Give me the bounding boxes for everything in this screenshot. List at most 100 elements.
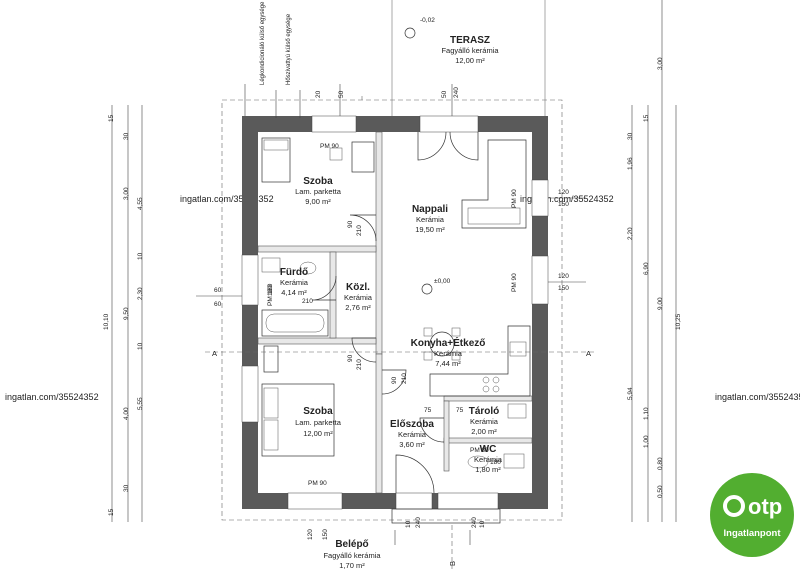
- room-kozl: Közl. Kerámia 2,76 m²: [344, 282, 373, 312]
- dim-text: 15: [643, 114, 650, 122]
- room-area: 19,50 m²: [415, 225, 445, 234]
- dim-text: 4,00: [123, 407, 130, 420]
- otp-logo-badge: [710, 473, 794, 557]
- room-wc: WC Kerámia 1,80 m²: [474, 444, 503, 474]
- dim-text: PM 180: [267, 283, 274, 306]
- dim-text: 50: [441, 90, 448, 98]
- dim-text: 75: [456, 407, 464, 414]
- room-szoba-1: Szoba Lam. parketta 9,00 m²: [295, 176, 342, 206]
- dimension-texts: 15 30 3,00 4,55 10,10 9,50 2,30 4,00 5,5…: [103, 57, 682, 540]
- dim-text: 150: [558, 285, 569, 292]
- room-name: TERASZ: [450, 35, 490, 46]
- terrace-level: -0,02: [420, 17, 435, 24]
- dim-text: 1,96: [627, 157, 634, 170]
- room-name: Közl.: [346, 282, 370, 293]
- dim-text: 75: [424, 407, 432, 414]
- watermark: ingatlan.com/35524352 ingatlan.com/35524…: [5, 194, 800, 402]
- dim-text: 1,10: [643, 407, 650, 420]
- room-name: Szoba: [303, 176, 333, 187]
- room-area: 2,00 m²: [471, 427, 497, 436]
- dimension-lines: [111, 0, 677, 569]
- wc-basin: [503, 453, 525, 469]
- room-name: Szoba: [303, 406, 333, 417]
- room-area: 9,00 m²: [305, 197, 331, 206]
- dim-text: 4,55: [137, 197, 144, 210]
- dim-text: 30: [627, 132, 634, 140]
- toilet-1: [299, 261, 317, 275]
- dim-text: 210: [401, 373, 408, 384]
- dim-text: 180: [267, 285, 274, 296]
- dim-text: 3,00: [123, 187, 130, 200]
- room-terasz: TERASZ Fagyálló kerámia 12,00 m²: [441, 35, 499, 65]
- walls: [241, 115, 549, 510]
- equipment-pointers: Légkondicionáló külső egysége Hőszivatty…: [260, 1, 301, 118]
- dim-text: 150: [322, 529, 329, 540]
- dim-text: 2,30: [137, 287, 144, 300]
- dim-text: 10: [137, 342, 144, 350]
- storage-box: [507, 403, 527, 419]
- dim-text: 60: [214, 287, 222, 294]
- room-nappali: Nappali Kerámia 19,50 m²: [412, 204, 448, 234]
- room-name: Fürdő: [280, 267, 308, 278]
- room-material: Kerámia: [434, 349, 463, 358]
- dim-text: 150: [558, 201, 569, 208]
- dim-text: 120: [558, 273, 569, 280]
- room-material: Kerámia: [398, 430, 427, 439]
- dim-text: 120: [558, 189, 569, 196]
- room-material: Lam. parketta: [295, 418, 342, 427]
- nightstand: [263, 345, 279, 373]
- entrance-step: [391, 508, 501, 524]
- dim-text: 240: [471, 517, 478, 528]
- doors: [311, 131, 479, 494]
- dim-text: PM 90: [511, 273, 518, 292]
- dim-text: 9,00: [657, 297, 664, 310]
- dim-text: 10: [479, 520, 486, 528]
- dim-text: 9,50: [123, 307, 130, 320]
- room-belepo: Belépő Fagyálló kerámia 1,70 m²: [323, 539, 381, 569]
- room-material: Fagyálló kerámia: [323, 551, 381, 560]
- dim-text: 50: [338, 90, 345, 98]
- room-area: 12,00 m²: [303, 429, 333, 438]
- sofa: [461, 139, 527, 229]
- dim-text: 210: [356, 359, 363, 370]
- room-name: Konyha+Étkező: [411, 336, 486, 349]
- dim-text: 0,50: [657, 485, 664, 498]
- section-mark-b: B: [448, 561, 457, 566]
- dim-text: 15: [108, 508, 115, 516]
- dim-text: PM 90: [320, 143, 339, 150]
- otp-logo-text: otp: [748, 494, 782, 519]
- floor-level: ±0,00: [434, 278, 451, 285]
- dim-text: 20: [315, 90, 322, 98]
- bathtub: [261, 309, 329, 337]
- room-material: Kerámia: [280, 278, 309, 287]
- room-name: Belépő: [335, 539, 368, 550]
- dim-text: 180: [490, 459, 501, 466]
- room-eloszoba: Előszoba Kerámia 3,60 m²: [390, 419, 434, 449]
- bed-small: [261, 137, 291, 183]
- dim-text: 90: [347, 354, 354, 362]
- washbasin: [261, 257, 281, 273]
- room-name: Nappali: [412, 204, 448, 215]
- room-szoba-2: Szoba Lam. parketta 12,00 m²: [295, 406, 342, 438]
- room-name: Tároló: [469, 406, 500, 417]
- dim-text: PM 90: [511, 189, 518, 208]
- dining-table: [429, 331, 455, 357]
- room-material: Kerámia: [416, 215, 445, 224]
- otp-logo: otp Ingatlanpont: [710, 473, 794, 557]
- watermark-text-1: ingatlan.com/35524352: [180, 194, 274, 204]
- dim-text: 0,80: [657, 457, 664, 470]
- dim-text: 5,94: [627, 387, 634, 400]
- room-konyha: Konyha+Étkező Kerámia 7,44 m²: [411, 336, 486, 368]
- otp-logo-icon: [723, 495, 745, 517]
- room-area: 3,60 m²: [399, 440, 425, 449]
- room-material: Kerámia: [474, 455, 503, 464]
- room-furdo: Fürdő Kerámia 4,14 m²: [280, 267, 309, 297]
- watermark-text-4: ingatlan.com/35524352: [715, 392, 800, 402]
- dim-text: PM 90: [308, 480, 327, 487]
- dim-text: 90: [391, 376, 398, 384]
- room-area: 2,76 m²: [345, 303, 371, 312]
- section-mark-a-left: A: [212, 349, 217, 358]
- room-name: WC: [480, 444, 497, 455]
- dim-text: 60: [214, 301, 222, 308]
